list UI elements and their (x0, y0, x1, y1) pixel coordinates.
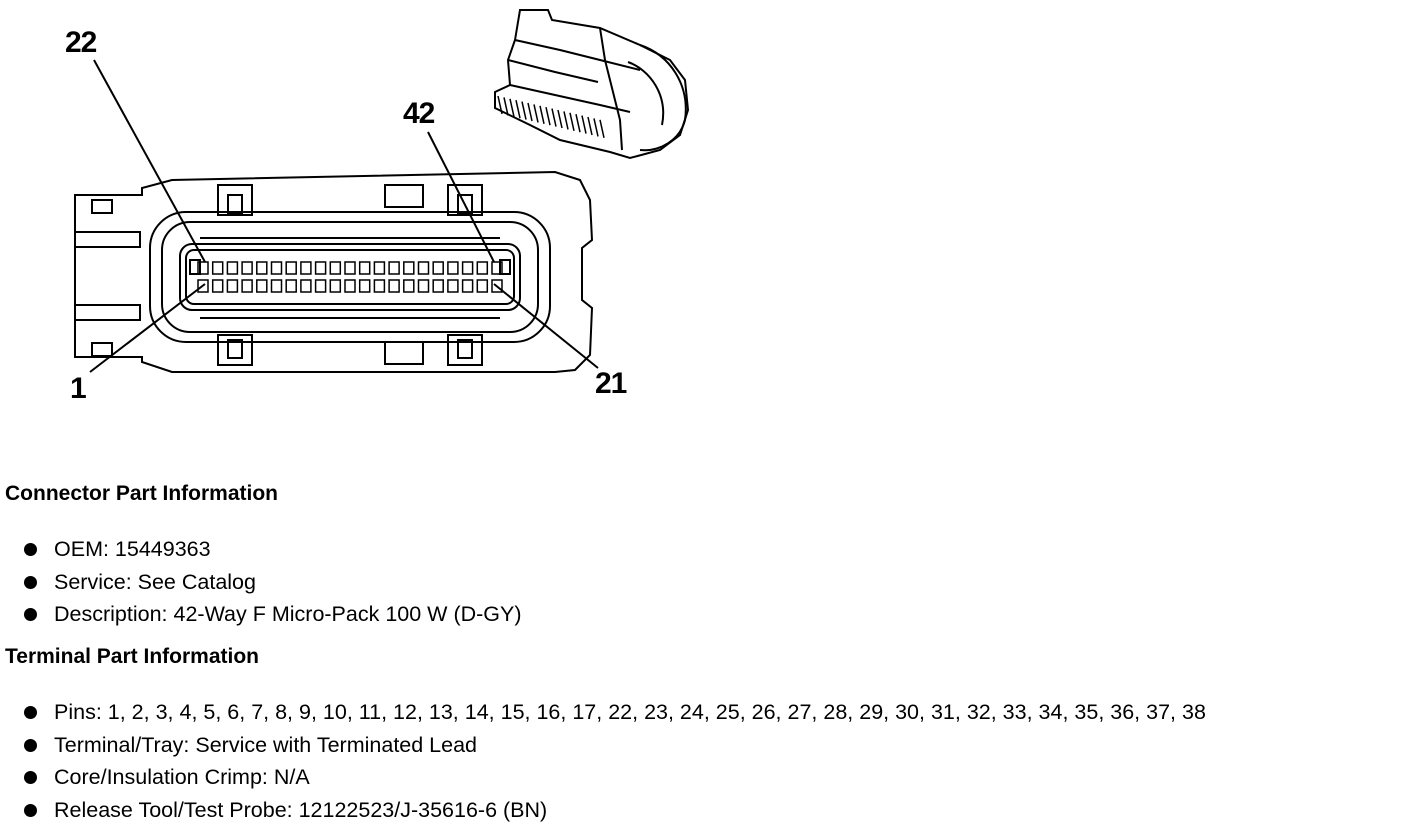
pin-cavity-top (491, 261, 503, 275)
connector-body (74, 170, 594, 373)
pin-cavity-bottom (314, 279, 327, 293)
pin-cavity-top (476, 261, 489, 275)
callout-pin-22: 22 (65, 26, 97, 59)
iso-pin-line (521, 101, 527, 120)
iso-pin-line (587, 116, 593, 136)
pin-cavity-top (241, 261, 253, 275)
connector-part-list: OEM: 15449363 Service: See Catalog Descr… (24, 533, 522, 631)
bullet-icon (24, 804, 37, 818)
pin-cavity-bottom (226, 279, 239, 293)
list-item: Service: See Catalog (24, 566, 522, 599)
pin-cavity-top (226, 261, 239, 275)
pin-cavity-top (373, 261, 386, 275)
pin-cavity-top (211, 261, 224, 275)
pin-cavity-top (461, 261, 474, 275)
iso-pin-line (533, 104, 539, 123)
pin-cavity-top (197, 261, 209, 275)
iso-pin-line (581, 115, 587, 134)
iso-pin-line (557, 109, 563, 129)
pin-cavity-bottom (241, 279, 253, 293)
callout-pin-42: 42 (403, 97, 435, 130)
iso-pin-line (509, 98, 515, 117)
pin-cavity-top (300, 261, 312, 275)
list-item: OEM: 15449363 (24, 533, 522, 566)
connector-part-heading: Connector Part Information (5, 482, 279, 505)
pin-cavity-top (447, 261, 459, 275)
list-item: Core/Insulation Crimp: N/A (24, 761, 1206, 794)
pin-cavity-bottom (358, 279, 371, 293)
callout-pin-1: 1 (70, 372, 87, 405)
pin-cavity-bottom (256, 279, 268, 293)
pin-cavity-top (329, 261, 342, 275)
pin-cavity-bottom (197, 279, 209, 293)
list-item: Description: 42-Way F Micro-Pack 100 W (… (24, 598, 522, 631)
connector-service: Service: See Catalog (54, 569, 256, 594)
pin-cavity-top (403, 261, 415, 275)
iso-pin-line (575, 114, 581, 133)
pin-cavity-top (344, 261, 356, 275)
pin-cavity-bottom (403, 279, 415, 293)
pin-cavity-top (314, 261, 327, 275)
terminal-tray: Terminal/Tray: Service with Terminated L… (54, 732, 478, 757)
iso-pin-line (497, 95, 503, 115)
bullet-icon (24, 706, 37, 719)
connector-description: Description: 42-Way F Micro-Pack 100 W (… (54, 602, 522, 627)
callout-pin-21: 21 (595, 367, 627, 400)
pin-cavity-top (417, 261, 430, 275)
list-item: Terminal/Tray: Service with Terminated L… (24, 729, 1206, 762)
iso-pin-line (515, 100, 521, 119)
pin-cavity-bottom (476, 279, 489, 293)
bullet-icon (24, 771, 37, 785)
pin-cavity-top (256, 261, 268, 275)
pin-cavity-top (388, 261, 400, 275)
pin-cavity-bottom (270, 279, 283, 293)
pin-cavity-bottom (300, 279, 312, 293)
pin-cavity-bottom (285, 279, 297, 293)
connector-face-diagram (74, 9, 690, 373)
pin-cavity-bottom (447, 279, 459, 293)
iso-pin-line (539, 105, 545, 124)
pin-cavity-top (358, 261, 371, 275)
callout-leader-lines (89, 59, 599, 373)
bullet-icon (24, 575, 37, 589)
pin-cavity-bottom (432, 279, 444, 293)
pin-cavity-bottom (417, 279, 430, 293)
terminal-part-list: Pins: 1, 2, 3, 4, 5, 6, 7, 8, 9, 10, 11,… (24, 696, 1206, 827)
list-item: Pins: 1, 2, 3, 4, 5, 6, 7, 8, 9, 10, 11,… (24, 696, 1206, 729)
bullet-icon (24, 543, 37, 556)
pin-cavity-bottom (388, 279, 400, 293)
terminal-part-heading: Terminal Part Information (5, 645, 259, 668)
iso-pin-line (593, 118, 599, 137)
iso-pin-line (551, 108, 557, 127)
iso-pin-line (563, 111, 569, 130)
bullet-icon (24, 738, 37, 752)
connector-isometric-view (494, 9, 690, 160)
pin-cavity-top (270, 261, 283, 275)
pin-cavity-top (285, 261, 297, 275)
pin-cavity-bottom (373, 279, 386, 293)
iso-pin-line (599, 119, 605, 138)
iso-pin-line (503, 97, 509, 116)
terminal-release-tool: Release Tool/Test Probe: 12122523/J-3561… (54, 798, 548, 823)
pin-cavity-bottom (211, 279, 224, 293)
iso-pin-line (545, 107, 551, 126)
pin-cavity-bottom (344, 279, 356, 293)
connector-oem: OEM: 15449363 (54, 537, 211, 561)
terminal-crimp: Core/Insulation Crimp: N/A (54, 765, 310, 790)
pin-cavity-bottom (461, 279, 474, 293)
terminal-pins: Pins: 1, 2, 3, 4, 5, 6, 7, 8, 9, 10, 11,… (54, 700, 1206, 724)
list-item: Release Tool/Test Probe: 12122523/J-3561… (24, 794, 1206, 827)
bullet-icon (24, 608, 37, 622)
iso-pin-line (527, 102, 533, 122)
pin-cavity-bottom (329, 279, 342, 293)
pin-cavity-bottom (491, 279, 503, 293)
pin-cavity-top (432, 261, 444, 275)
iso-pin-line (569, 112, 575, 131)
